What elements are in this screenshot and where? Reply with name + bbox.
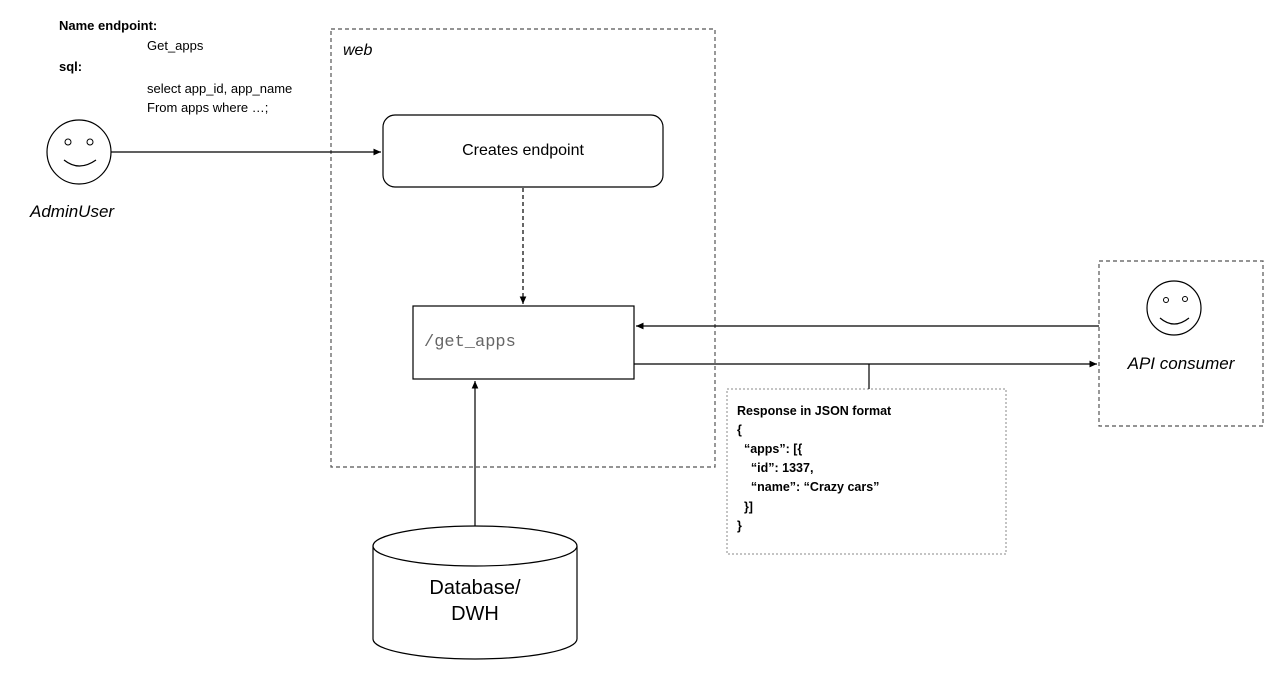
response-note-box: [726, 388, 1007, 555]
response-note-line: “name”: “Crazy cars”: [737, 480, 880, 494]
web-container-label: web: [343, 42, 373, 59]
sql-line-2: From apps where …;: [147, 100, 269, 115]
creates-endpoint-label: Creates endpoint: [462, 142, 584, 159]
api-consumer-label: API consumer: [1127, 354, 1235, 373]
response-note-line: {: [737, 423, 742, 437]
response-note-title: Response in JSON format: [737, 404, 892, 418]
name-endpoint-value: Get_apps: [147, 38, 204, 53]
admin-user-label: AdminUser: [30, 202, 115, 221]
web-container: [330, 28, 716, 468]
response-note-line: }: [737, 519, 742, 533]
response-note-line: }]: [737, 500, 753, 514]
name-endpoint-label: Name endpoint:: [59, 18, 158, 33]
endpoint-label: /get_apps: [424, 333, 516, 352]
admin-smiley-face-icon: [46, 119, 112, 185]
creates-endpoint-box: [382, 114, 664, 188]
endpoint-box: [412, 305, 635, 380]
api-consumer-container: [1098, 260, 1264, 427]
response-note-line: “apps”: [{: [737, 442, 803, 456]
response-note-line: “id”: 1337,: [737, 461, 814, 475]
sql-label: sql:: [59, 59, 83, 74]
database-label-line-1: Database/: [429, 577, 521, 599]
sql-line-1: select app_id, app_name: [147, 81, 293, 96]
database-label-line-2: DWH: [451, 603, 499, 625]
api-consumer-smiley-face-icon: [1146, 280, 1202, 336]
database-cylinder: [372, 525, 578, 660]
